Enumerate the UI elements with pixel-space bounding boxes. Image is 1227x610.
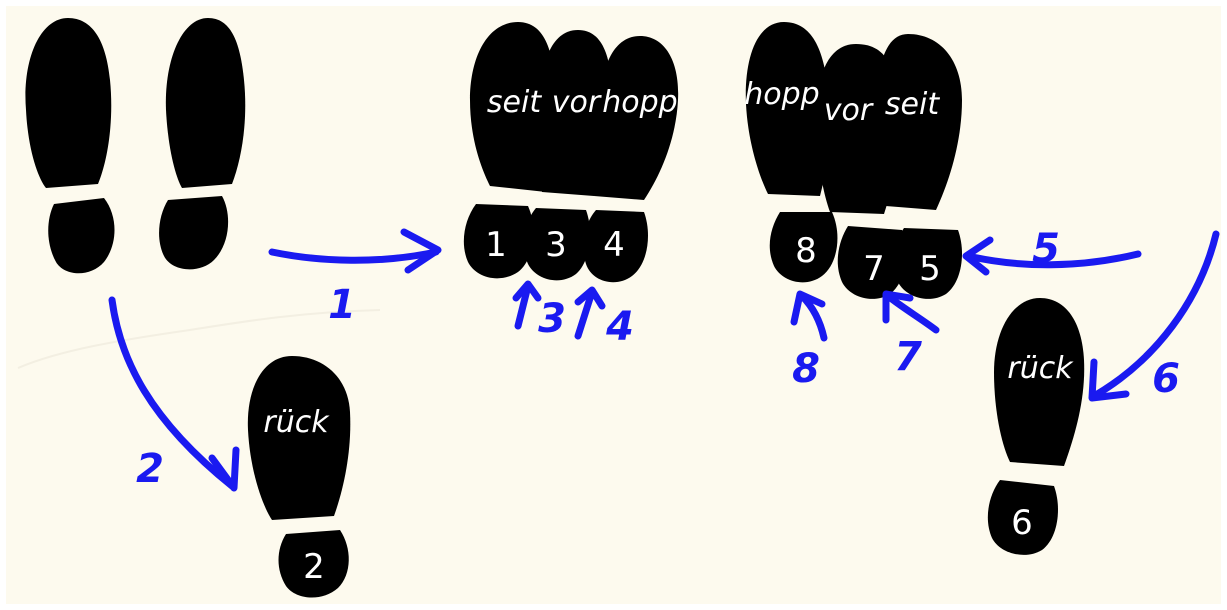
- step6-sole-word: rück: [1007, 351, 1074, 386]
- left-sole-word-3: hopp: [602, 85, 677, 120]
- arrow-7-label: 7: [894, 334, 922, 380]
- arrow-1: [272, 252, 436, 260]
- right-sole-word-1: hopp: [744, 77, 819, 112]
- faint-stroke: [18, 310, 380, 368]
- start-foot-right: [159, 18, 245, 269]
- left-heel-number-3: 4: [603, 225, 625, 265]
- left-heel-number-1: 1: [485, 225, 507, 265]
- left-heel-number-2: 3: [545, 225, 567, 265]
- right-heel-number-3: 5: [919, 249, 941, 289]
- right-heel-number-1: 8: [795, 231, 817, 271]
- arrow-6-label: 6: [1152, 356, 1180, 402]
- arrow-5-label: 5: [1032, 226, 1060, 272]
- left-group-feet: seit vor hopp 1 3 4: [464, 22, 678, 282]
- arrow-2-label: 2: [136, 446, 164, 492]
- right-group-feet: hopp vor seit 8 7 5: [744, 22, 962, 299]
- left-sole-word-2: vor: [552, 85, 602, 120]
- arrow-1-label: 1: [328, 282, 356, 328]
- step2-foot: rück 2: [248, 356, 350, 598]
- arrow-1-head: [404, 232, 438, 270]
- arrow-8-label: 8: [792, 346, 820, 392]
- right-heel-number-2: 7: [863, 249, 885, 289]
- arrow-7: [888, 296, 936, 330]
- arrow-3-label: 3: [538, 296, 566, 342]
- step2-heel-number: 2: [303, 547, 325, 587]
- start-foot-left: [25, 18, 114, 273]
- arrow-4-label: 4: [605, 304, 634, 350]
- right-sole-word-2: vor: [824, 93, 874, 128]
- left-sole-word-1: seit: [487, 85, 542, 120]
- step2-sole-word: rück: [263, 405, 330, 440]
- step6-foot: rück 6: [988, 298, 1084, 555]
- right-sole-word-3: seit: [885, 87, 940, 122]
- step6-heel-number: 6: [1011, 503, 1033, 543]
